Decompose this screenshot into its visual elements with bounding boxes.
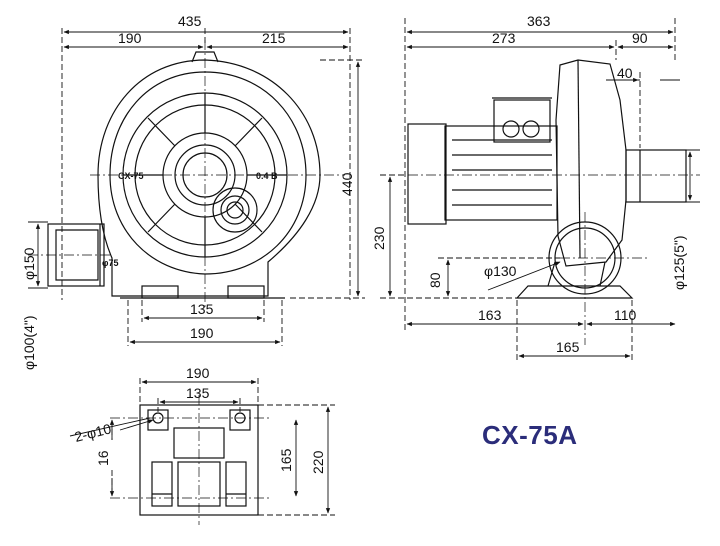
dim-base-outer-width: 190 (186, 365, 210, 381)
dim-hole-spec: 2-φ10 (73, 420, 113, 445)
front-view-labels: CX-75 0.4 B φ75 (102, 171, 278, 268)
dim-left-width: 190 (118, 30, 142, 46)
dim-outlet-dia: φ100(4") (21, 315, 37, 370)
dim-overall-width: 435 (178, 13, 202, 29)
dim-center-to-edge: 110 (614, 307, 637, 323)
dim-hole-offset: 16 (95, 450, 111, 466)
model-title: CX-75A (482, 420, 578, 450)
front-model-label: CX-75 (118, 171, 144, 181)
base-dimensions: 190 135 2-φ10 16 165 220 (73, 365, 326, 474)
dim-inlet-dia: φ150 (21, 247, 37, 280)
side-dimensions: 363 273 90 40 230 80 φ130 φ125(5") 163 1… (371, 13, 687, 355)
side-view (407, 59, 687, 299)
dim-to-center: 163 (478, 307, 502, 323)
front-port-label: φ75 (102, 258, 118, 268)
dim-center-height: 230 (371, 226, 387, 250)
dim-housing-depth: 90 (632, 30, 648, 46)
dim-base-width: 165 (556, 339, 580, 355)
front-rating-label: 0.4 B (256, 171, 278, 181)
front-scroll-housing (97, 59, 321, 297)
dim-height: 440 (339, 172, 355, 196)
dim-base-outer: 190 (190, 325, 214, 341)
dim-right-width: 215 (262, 30, 286, 46)
dim-overall-length: 220 (310, 450, 326, 474)
side-housing (555, 59, 627, 267)
dim-outlet-dia-side: φ130 (484, 263, 517, 279)
dim-hole-span: 165 (278, 448, 294, 472)
dim-motor-depth: 273 (492, 30, 516, 46)
dim-port-dia: φ125(5") (671, 235, 687, 290)
dim-base-inner: 135 (190, 301, 214, 317)
dim-flange-offset: 40 (617, 65, 633, 81)
front-dimensions: 435 190 215 440 φ150 φ100(4") 135 190 (21, 13, 355, 370)
dim-base-height: 80 (427, 272, 443, 288)
dim-overall-depth: 363 (527, 13, 551, 29)
dim-hole-pitch: 135 (186, 385, 210, 401)
